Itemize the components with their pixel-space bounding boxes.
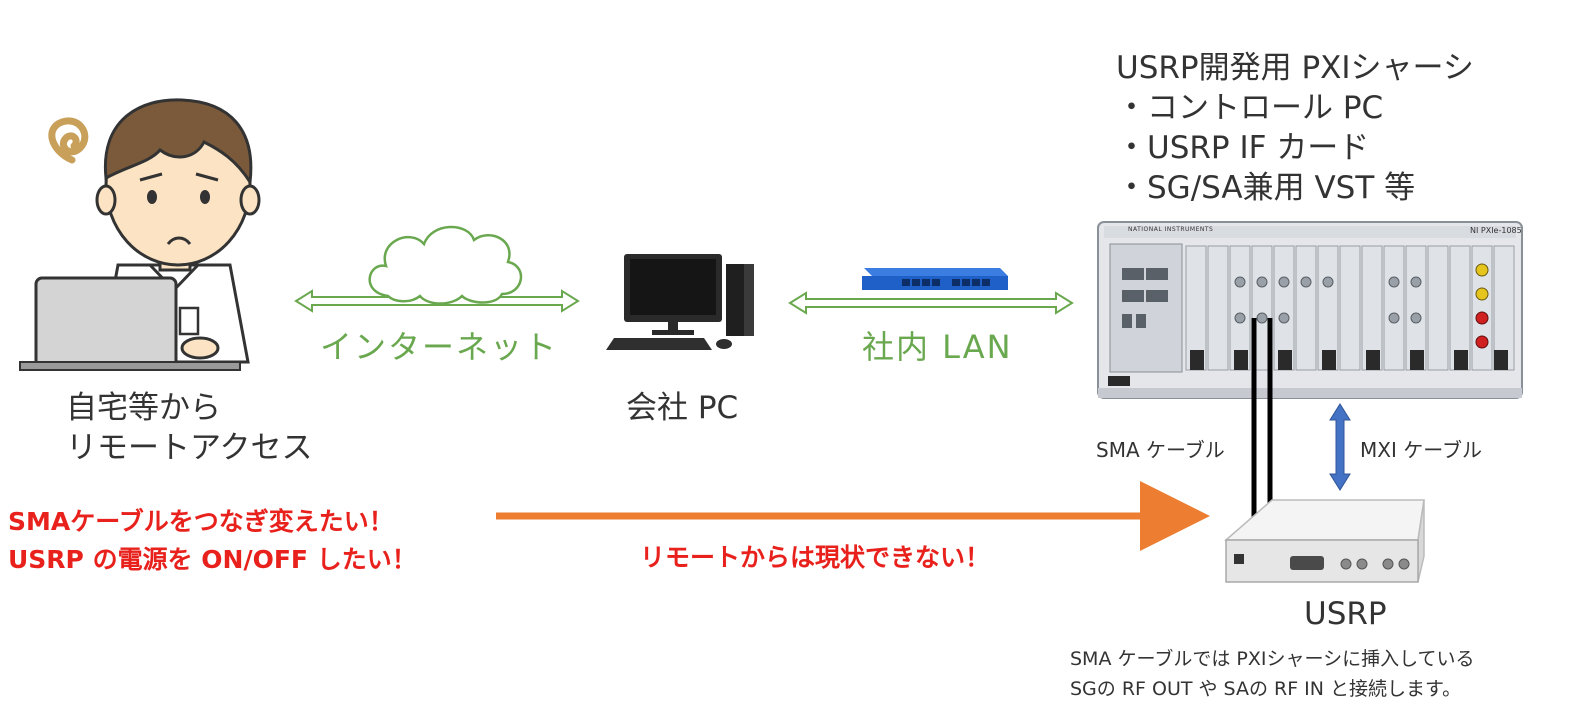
pxi-chassis-illustration [1097,221,1523,399]
note-line2: SGの RF OUT や SAの RF IN と接続します。 [1070,678,1462,700]
network-switch-icon [862,268,1008,290]
chassis-item-control-pc: ・コントロール PC [1116,90,1384,126]
usrp-label: USRP [1304,596,1387,632]
chassis-brand-text: NATIONAL INSTRUMENTS [1128,226,1214,233]
chassis-model-text: NI PXIe-1085 [1470,226,1522,235]
lan-label: 社内 LAN [862,328,1013,366]
home-label-line1: 自宅等から [66,390,221,426]
sma-cable-note: SMA ケーブルでは PXIシャーシに挿入している SGの RF OUT や S… [1070,644,1475,704]
internet-cloud-icon [368,225,523,305]
home-remote-access-label: 自宅等から リモートアクセス [66,388,312,468]
home-label-line2: リモートアクセス [66,430,313,466]
chassis-item-usrp-if-card: ・USRP IF カード [1116,130,1370,166]
remote-not-possible-text: リモートからは現状できない！ [640,543,991,572]
company-pc-icon [606,254,754,350]
chassis-item-vst: ・SG/SA兼用 VST 等 [1116,170,1416,206]
mxi-cable-label: MXI ケーブル [1360,438,1483,462]
usrp-device-illustration [1223,499,1425,583]
note-line1: SMA ケーブルでは PXIシャーシに挿入している [1070,648,1475,670]
wish-line1: SMAケーブルをつなぎ変えたい！ [8,507,394,536]
confusion-swirl-icon [48,117,89,164]
chassis-description: USRP開発用 PXIシャーシ ・コントロール PC ・USRP IF カード … [1116,48,1474,208]
person-at-laptop-illustration [19,98,261,371]
mxi-cable-double-arrow [1329,403,1351,491]
lan-double-arrow [788,291,1074,315]
pxi-card-slots [1185,245,1515,371]
internet-label: インターネット [320,328,559,366]
chassis-title: USRP開発用 PXIシャーシ [1116,50,1474,86]
wish-text: SMAケーブルをつなぎ変えたい！ USRP の電源を ON/OFF したい！ [8,503,417,579]
sma-cable-label: SMA ケーブル [1096,438,1225,462]
company-pc-label: 会社 PC [626,390,739,426]
wish-line2: USRP の電源を ON/OFF したい！ [8,545,417,574]
